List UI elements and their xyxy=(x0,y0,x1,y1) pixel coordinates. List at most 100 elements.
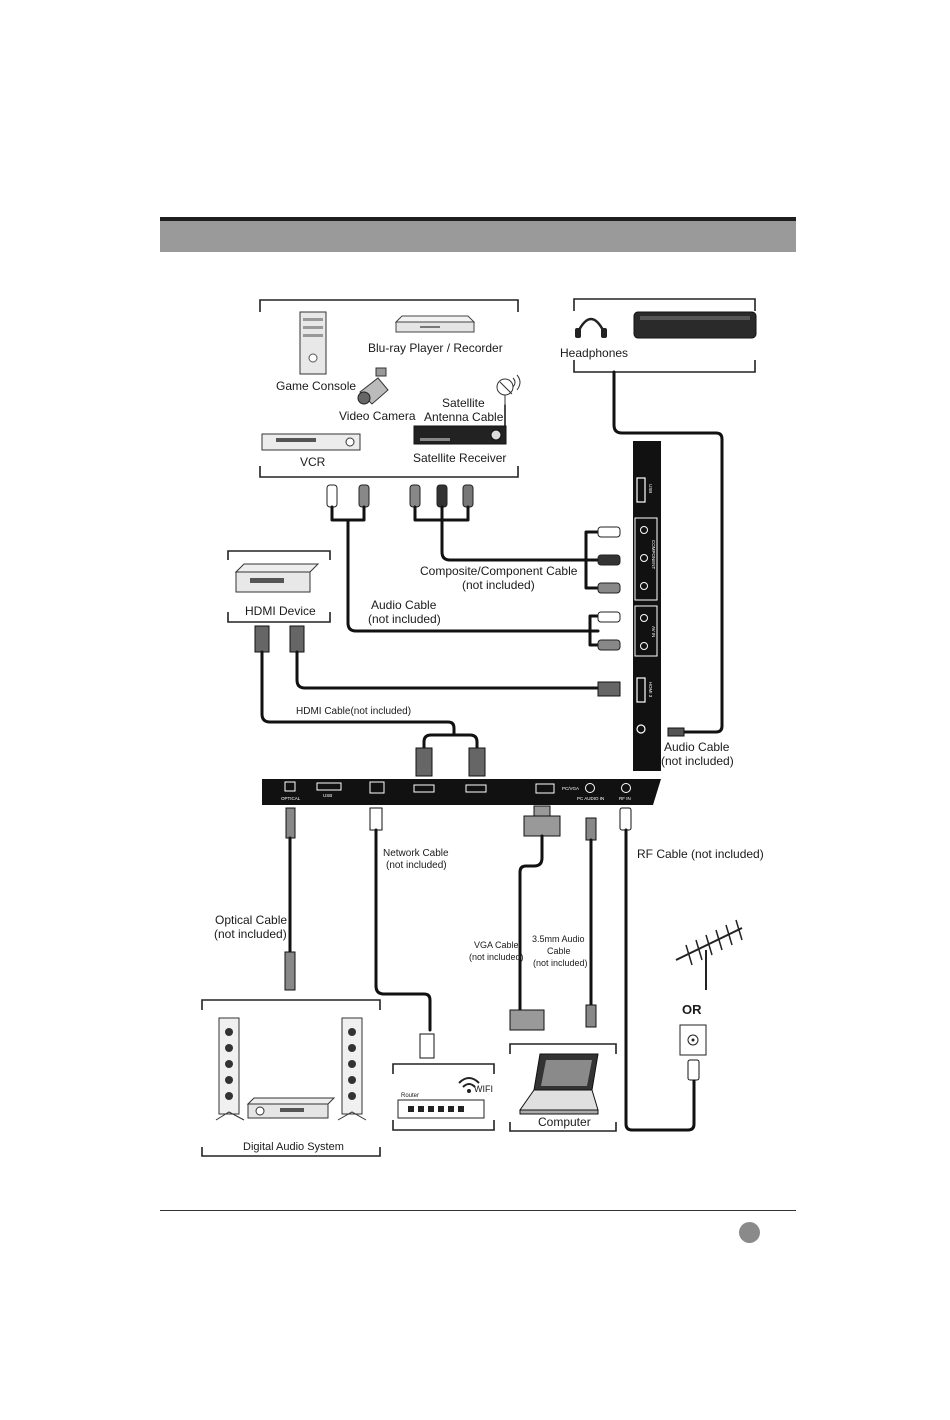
lan-port xyxy=(369,781,385,794)
audio-cable-split xyxy=(588,614,600,647)
source-rca-plugs xyxy=(326,484,474,508)
audio-35-label-3: (not included) xyxy=(533,958,588,968)
bracket-bottom xyxy=(509,1122,617,1132)
video-camera-label: Video Camera xyxy=(339,409,416,423)
vga-port xyxy=(535,783,555,794)
hdmi-cable-bottom xyxy=(260,650,479,752)
headphones-label: Headphones xyxy=(560,346,628,360)
bracket-bottom xyxy=(392,1120,495,1131)
antenna-icon xyxy=(675,919,743,990)
video-camera-icon xyxy=(357,367,389,405)
vga-cable xyxy=(518,834,544,1012)
wall-socket-icon xyxy=(679,1024,707,1056)
wifi-label: WIFI xyxy=(474,1084,493,1094)
lan-plug-top xyxy=(369,807,383,831)
hdmi-plug-b xyxy=(289,625,305,653)
vcr-icon xyxy=(261,433,361,451)
side-usb-port xyxy=(636,477,646,503)
header-rule xyxy=(160,217,796,221)
optical-port-label: OPTICAL xyxy=(281,796,301,801)
hdmi-device-icon xyxy=(234,563,320,593)
hdmi-device-label: HDMI Device xyxy=(245,604,316,618)
hdmi-port-1 xyxy=(413,784,435,793)
receiver-unit-icon xyxy=(246,1097,336,1119)
vga-cable-label-2: (not included) xyxy=(469,952,524,962)
hdmi-cable-label: HDMI Cable(not included) xyxy=(296,706,411,717)
audio-cable-right-label-1: Audio Cable xyxy=(664,740,730,754)
vga-plug-top-neck xyxy=(533,805,551,817)
side-hdmi-port xyxy=(636,677,646,703)
bottom-hdmi-plug-1 xyxy=(415,747,433,777)
tv-side-panel: USB COMPONENT AV IN HDMI 3 xyxy=(633,441,661,771)
audio-cable-left-label-2: (not included) xyxy=(368,612,441,626)
vga-port-label: PC/VGA xyxy=(562,786,579,791)
audio-cable-right xyxy=(612,370,724,734)
component-label: COMPONENT xyxy=(651,540,656,570)
av-in-group xyxy=(634,605,658,657)
side-rca-plugs xyxy=(597,526,621,651)
network-cable xyxy=(374,828,432,1032)
computer-group: Computer xyxy=(509,1043,617,1132)
antenna-or-label: OR xyxy=(682,1002,702,1017)
rf-cable-label: RF Cable (not included) xyxy=(637,847,764,861)
tv-bottom-panel: OPTICAL USB PC/VGA PC AUDIO IN RF IN xyxy=(262,779,661,805)
optical-cable-label-1: Optical Cable xyxy=(215,913,287,927)
headphone-plug xyxy=(667,727,685,737)
header-bar xyxy=(160,221,796,252)
satellite-receiver-icon xyxy=(413,425,507,445)
side-hdmi-plug xyxy=(597,681,621,697)
bracket-top xyxy=(573,298,756,311)
bracket-top xyxy=(201,999,381,1010)
optical-port xyxy=(284,781,296,792)
component-cable xyxy=(413,505,600,562)
av-in-label: AV IN xyxy=(651,626,656,637)
speaker-left-icon xyxy=(215,1017,245,1121)
rf-plug-bottom xyxy=(687,1059,700,1081)
digital-audio-group: Digital Audio System xyxy=(201,999,381,1157)
soundbar-icon xyxy=(633,311,757,339)
speaker-right-icon xyxy=(337,1017,367,1121)
rf-cable xyxy=(624,828,696,1132)
bottom-usb-port xyxy=(316,782,342,791)
optical-plug-bottom xyxy=(284,951,296,991)
satellite-label-line2: Antenna Cable xyxy=(424,410,504,424)
hdmi-plug-a xyxy=(254,625,270,653)
vga-cable-label-1: VGA Cable xyxy=(474,940,519,950)
hdmi-port-2 xyxy=(465,784,487,793)
component-group xyxy=(634,517,658,601)
headphone-jack xyxy=(636,724,646,734)
headphones-icon xyxy=(575,317,607,338)
laptop-icon xyxy=(519,1053,599,1115)
audio-jack-r xyxy=(640,614,648,622)
audio-35-plug-top xyxy=(585,817,597,841)
router-icon xyxy=(397,1099,485,1119)
audio-jack-l xyxy=(640,642,648,650)
component-cable-split xyxy=(584,530,600,590)
audio-cable-left-label-1: Audio Cable xyxy=(371,598,437,612)
lan-plug-bottom xyxy=(419,1033,435,1059)
bracket-top xyxy=(259,299,519,312)
audio-35-label-2: Cable xyxy=(547,946,571,956)
blu-ray-player-icon xyxy=(394,315,476,333)
component-jack-y xyxy=(640,526,648,534)
bracket-bottom xyxy=(573,360,756,373)
headphones-group: Headphones xyxy=(560,298,757,373)
bottom-usb-label: USB xyxy=(323,793,332,798)
pc-audio-port xyxy=(585,783,595,793)
router-label: Router xyxy=(401,1093,419,1099)
component-cable-label-2: (not included) xyxy=(462,578,535,592)
component-jack-pb xyxy=(640,554,648,562)
digital-audio-label: Digital Audio System xyxy=(243,1141,344,1153)
optical-plug-top xyxy=(285,807,296,839)
satellite-receiver-label: Satellite Receiver xyxy=(413,451,506,465)
satellite-dish-icon xyxy=(496,374,521,405)
bracket-top xyxy=(227,550,331,560)
audio-35-label-1: 3.5mm Audio xyxy=(532,934,585,944)
network-cable-label-2: (not included) xyxy=(386,860,447,871)
hdmi-cable-side xyxy=(295,650,600,690)
audio-cable-right-label-2: (not included) xyxy=(661,754,734,768)
bracket-top xyxy=(392,1063,495,1074)
game-console-icon xyxy=(299,311,327,375)
game-console-label: Game Console xyxy=(276,379,356,393)
